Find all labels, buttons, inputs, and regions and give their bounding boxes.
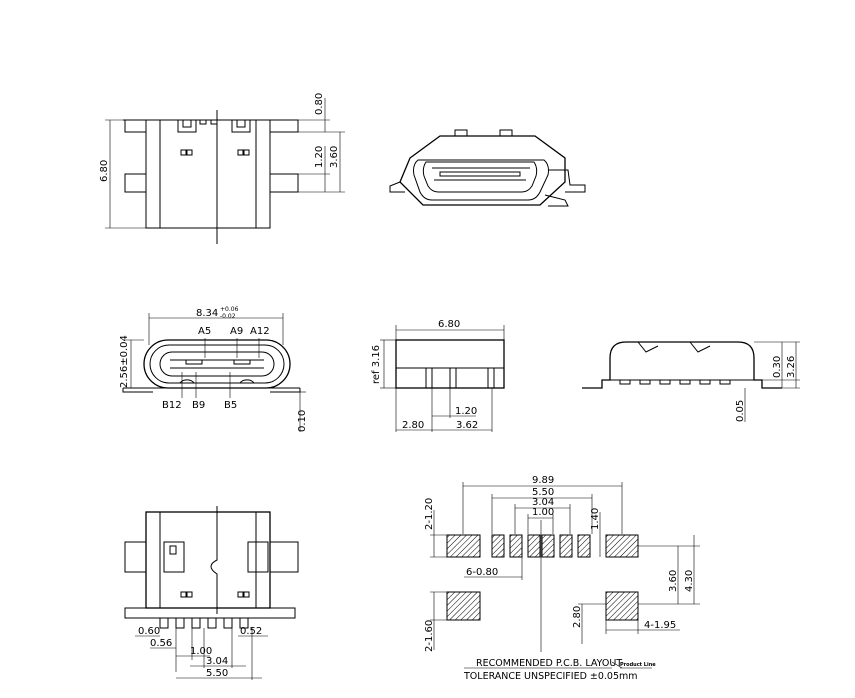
bottom-dim-b: 0.56	[150, 638, 172, 649]
pcb-pad-left	[446, 534, 481, 558]
isometric-view	[389, 129, 586, 207]
bottom-view: 0.60 0.56 0.52 1.00 3.04 5.50	[124, 506, 299, 680]
pcb-dim-280: 2.80	[572, 606, 583, 628]
pin-b12: B12	[162, 400, 182, 411]
front-dim-height: 2.56±0.04	[119, 335, 130, 388]
front-view: 8.34 +0.06 -0.02 2.56±0.04 A5 A9 A12 B12…	[119, 306, 308, 432]
pcb-dim-2x160: 2-1.60	[424, 620, 435, 652]
rear-dim-b: 3.26	[786, 356, 797, 378]
rear-dim-a: 0.30	[772, 356, 783, 378]
bottom-dim-a: 0.60	[138, 626, 160, 637]
pcb-dim-360: 3.60	[668, 570, 679, 592]
pcb-dim-overall: 9.89	[532, 475, 554, 486]
front-dim-tol-upper: +0.06	[220, 306, 239, 313]
bottom-dim-d: 1.00	[190, 646, 212, 657]
pcb-dim-2x120: 2-1.20	[424, 498, 435, 530]
top-dim-tab: 0.80	[314, 93, 325, 115]
pcb-tolerance: TOLERANCE UNSPECIFIED ±0.05mm	[463, 671, 638, 682]
top-dim-depth: 3.60	[329, 146, 340, 168]
pcb-dim-inner: 1.00	[532, 507, 554, 518]
front-dim-tol-lower: -0.02	[220, 313, 236, 320]
pcb-dim-4x195: 4-1.95	[644, 620, 676, 631]
pin-b5: B5	[224, 400, 237, 411]
bottom-dim-c: 0.52	[240, 626, 262, 637]
side-dim-gap: 1.20	[455, 406, 477, 417]
pin-b9: B9	[192, 400, 205, 411]
front-dim-length: 8.34	[196, 308, 218, 319]
side-dim-ref: ref 3.16	[371, 345, 382, 384]
bottom-dim-e: 3.04	[206, 656, 228, 667]
pin-a9: A9	[230, 326, 243, 337]
pcb-dim-6x080: 6-0.80	[466, 567, 498, 578]
pin-a12: A12	[250, 326, 270, 337]
front-dim-foot: 0.10	[297, 410, 308, 432]
pin-a5: A5	[198, 326, 211, 337]
pcb-pad-right	[605, 534, 639, 558]
pcb-dim-mid: 3.04	[532, 497, 554, 508]
top-view: 6.80 0.80 1.20 3.60	[99, 93, 345, 244]
side-view: 6.80 ref 3.16 1.20 2.80 3.62	[371, 319, 505, 432]
product-stamp: Product Line	[620, 662, 656, 668]
top-dim-width: 6.80	[99, 160, 110, 182]
pcb-dim-430: 4.30	[684, 570, 695, 592]
pcb-dim-pad-h: 1.40	[590, 508, 601, 530]
side-dim-left: 2.80	[402, 420, 424, 431]
rear-dim-c: 0.05	[735, 400, 746, 422]
pcb-dim-outer: 5.50	[532, 487, 554, 498]
pcb-title: RECOMMENDED P.C.B. LAYOUT	[476, 658, 622, 669]
rear-view: 0.30 3.26 0.05	[582, 341, 800, 422]
side-dim-right: 3.62	[456, 420, 478, 431]
bottom-dim-f: 5.50	[206, 668, 228, 679]
top-dim-step: 1.20	[314, 146, 325, 168]
side-dim-overall: 6.80	[438, 319, 460, 330]
pcb-layout: 9.89 5.50 3.04 1.00 2-1.20 2-1.60 1.40 6…	[424, 475, 700, 682]
